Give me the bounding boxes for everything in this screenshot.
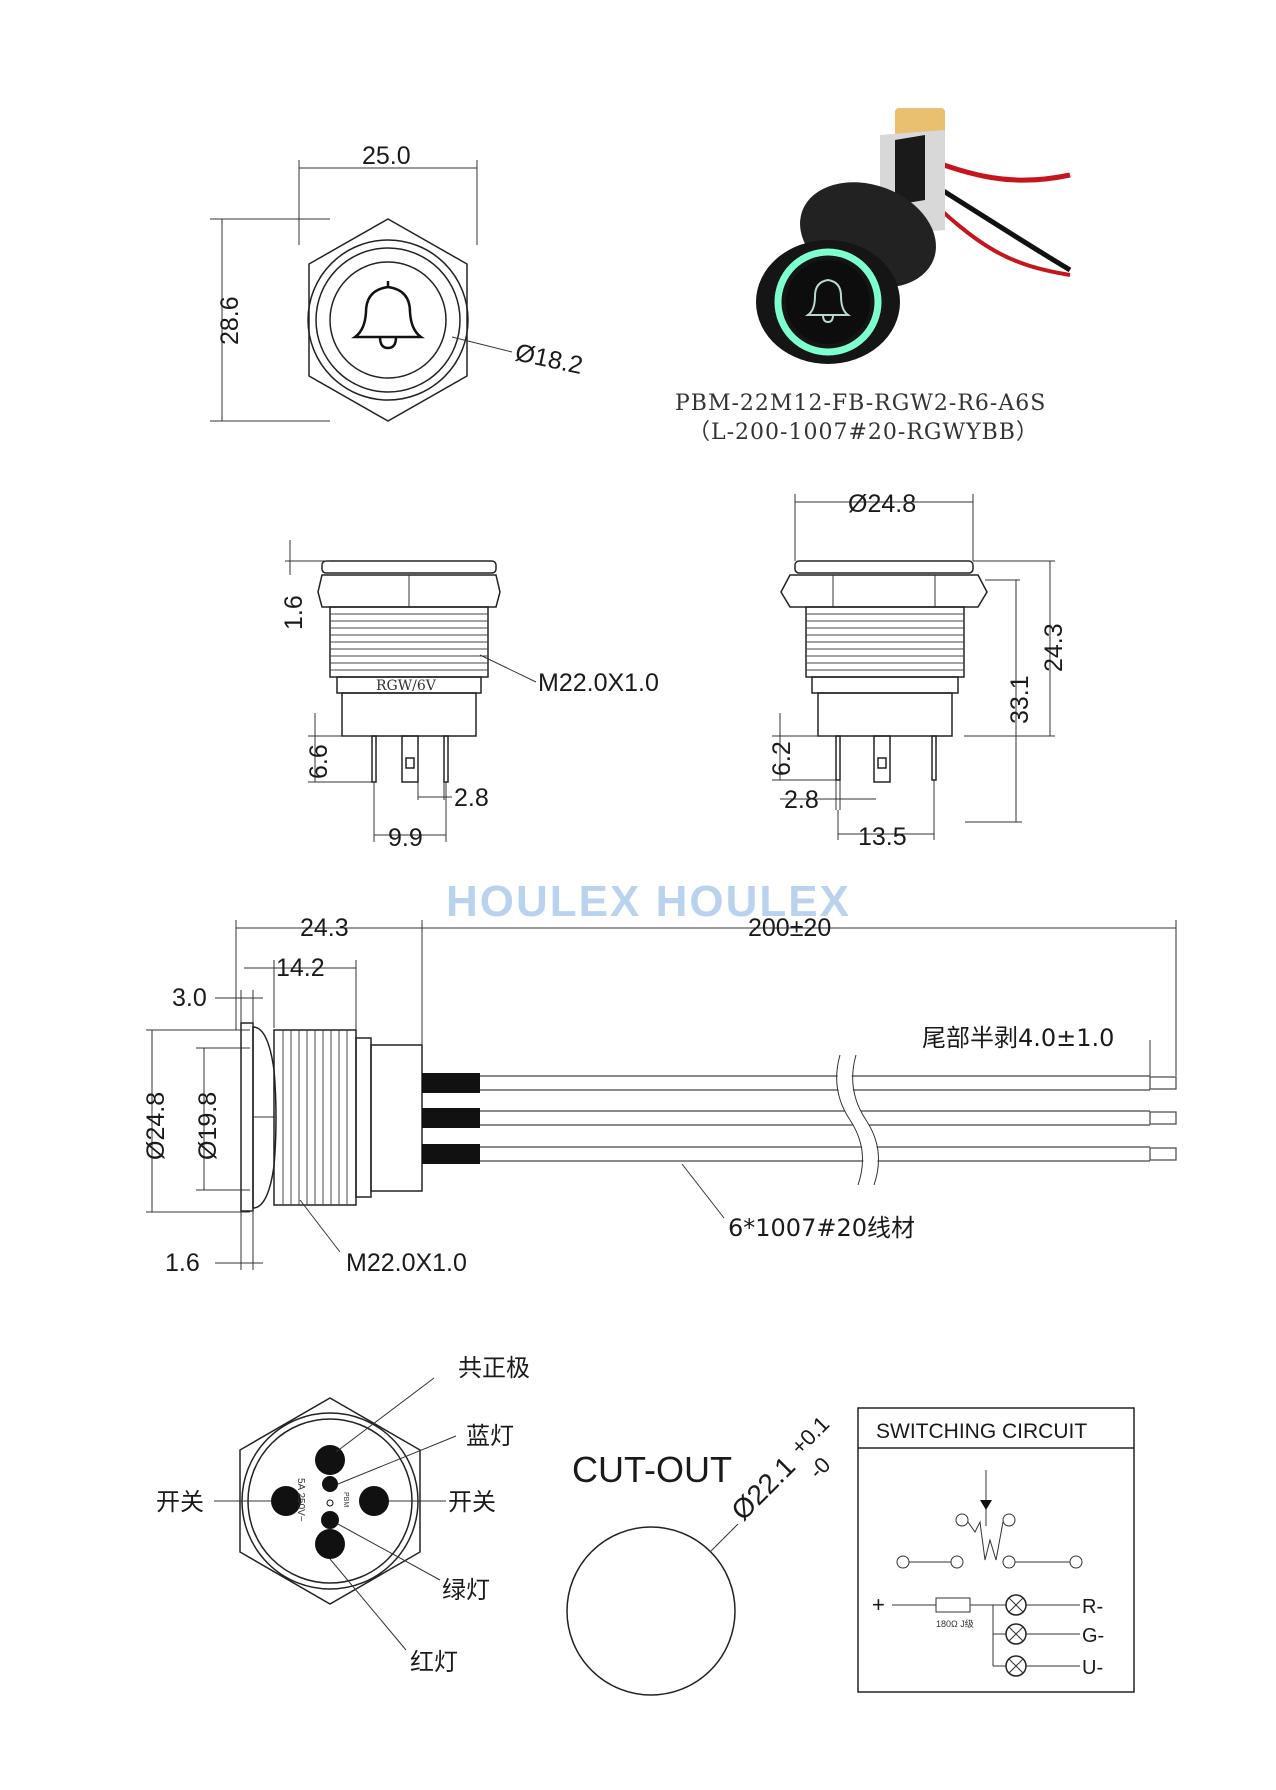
strip-label: 尾部半剥4.0±1.0 bbox=[922, 1024, 1114, 1052]
bell-icon bbox=[804, 278, 852, 324]
circuit-red: R- bbox=[1082, 1596, 1103, 1618]
brand-marking: PBM bbox=[342, 1492, 349, 1507]
label-red-led: 红灯 bbox=[410, 1648, 458, 1676]
wire-label: 6*1007#20线材 bbox=[728, 1214, 915, 1242]
side-view-left: RGW/6V 1.6 M22.0X1.0 6.6 2.8 9.9 bbox=[280, 540, 659, 852]
dim-height: 28.6 bbox=[216, 296, 244, 345]
cutout-dia: Ø22.1 bbox=[725, 1450, 801, 1526]
dim-pitch-left: 9.9 bbox=[388, 824, 423, 852]
body-marking: RGW/6V bbox=[376, 678, 437, 694]
led-blue-symbol bbox=[1005, 1655, 1027, 1677]
dim-height-right: 24.3 bbox=[1040, 623, 1068, 672]
dim-nut: 1.6 bbox=[165, 1249, 200, 1277]
dim-dia-outer: Ø24.8 bbox=[142, 1092, 170, 1160]
cutout-view: CUT-OUT Ø22.1 +0.1 -0 bbox=[566, 1411, 836, 1696]
dim-total-right: 33.1 bbox=[1006, 675, 1034, 724]
dim-pin-len-right: 6.2 bbox=[768, 741, 796, 776]
watermark: HOULEX HOULEX bbox=[446, 877, 851, 926]
cutout-title: CUT-OUT bbox=[572, 1449, 732, 1490]
label-green-led: 绿灯 bbox=[442, 1576, 490, 1604]
label-common-positive: 共正极 bbox=[458, 1354, 530, 1382]
thread-bottom: M22.0X1.0 bbox=[346, 1249, 467, 1277]
thread-left: M22.0X1.0 bbox=[538, 669, 659, 697]
circuit-title: SWITCHING CIRCUIT bbox=[876, 1420, 1087, 1443]
rating-marking: 5A 250V~ bbox=[295, 1478, 306, 1522]
side-view-right: Ø24.8 24.3 33.1 6.2 2.8 13.5 bbox=[768, 490, 1068, 851]
dim-body-len: 24.3 bbox=[300, 914, 349, 942]
cutout-tol-minus: -0 bbox=[804, 1452, 836, 1484]
dim-pin-len-left: 6.6 bbox=[305, 744, 333, 779]
label-blue-led: 蓝灯 bbox=[466, 1422, 514, 1450]
circuit-green: G- bbox=[1082, 1625, 1104, 1647]
dim-pitch-right: 13.5 bbox=[858, 823, 907, 851]
dim-dia: Ø18.2 bbox=[513, 338, 585, 380]
led-green-symbol bbox=[1005, 1623, 1027, 1645]
led-ring bbox=[774, 248, 882, 356]
label-switch-right: 开关 bbox=[448, 1488, 496, 1516]
dim-dia-inner: Ø19.8 bbox=[194, 1092, 222, 1160]
dim-pin-w-right: 2.8 bbox=[784, 786, 819, 814]
cutout-tol-plus: +0.1 bbox=[786, 1411, 834, 1459]
dim-thread-len: 14.2 bbox=[276, 954, 325, 982]
dim-head: 3.0 bbox=[172, 984, 207, 1012]
led-red-symbol bbox=[1005, 1594, 1027, 1616]
switching-circuit: SWITCHING CIRCUIT + 180Ω J级 bbox=[857, 1407, 1135, 1693]
top-view: 25.0 28.6 Ø18.2 bbox=[210, 142, 585, 422]
dim-left-1: 1.6 bbox=[280, 595, 308, 630]
dim-pin-w-left: 2.8 bbox=[454, 784, 489, 812]
part-number: PBM-22M12-FB-RGW2-R6-A6S bbox=[675, 391, 1046, 416]
dim-width: 25.0 bbox=[362, 142, 411, 170]
label-switch-left: 开关 bbox=[156, 1488, 204, 1516]
dim-wire-len: 200±20 bbox=[748, 914, 831, 942]
circuit-plus: + bbox=[872, 1592, 885, 1617]
product-photo: PBM-22M12-FB-RGW2-R6-A6S （L-200-1007#20-… bbox=[675, 108, 1072, 445]
wire-spec: （L-200-1007#20-RGWYBB） bbox=[688, 420, 1039, 445]
bell-icon bbox=[351, 281, 425, 350]
circuit-resistor: 180Ω J级 bbox=[936, 1618, 974, 1629]
circuit-blue: U- bbox=[1082, 1657, 1103, 1679]
wire-view: 24.3 200±20 14.2 3.0 Ø24.8 Ø19.8 1.6 M22… bbox=[142, 914, 1177, 1277]
dim-dia-right: Ø24.8 bbox=[848, 490, 916, 518]
pin-view: 5A 250V~ PBM 共正极 蓝灯 开关 开关 绿灯 红灯 bbox=[156, 1354, 530, 1676]
